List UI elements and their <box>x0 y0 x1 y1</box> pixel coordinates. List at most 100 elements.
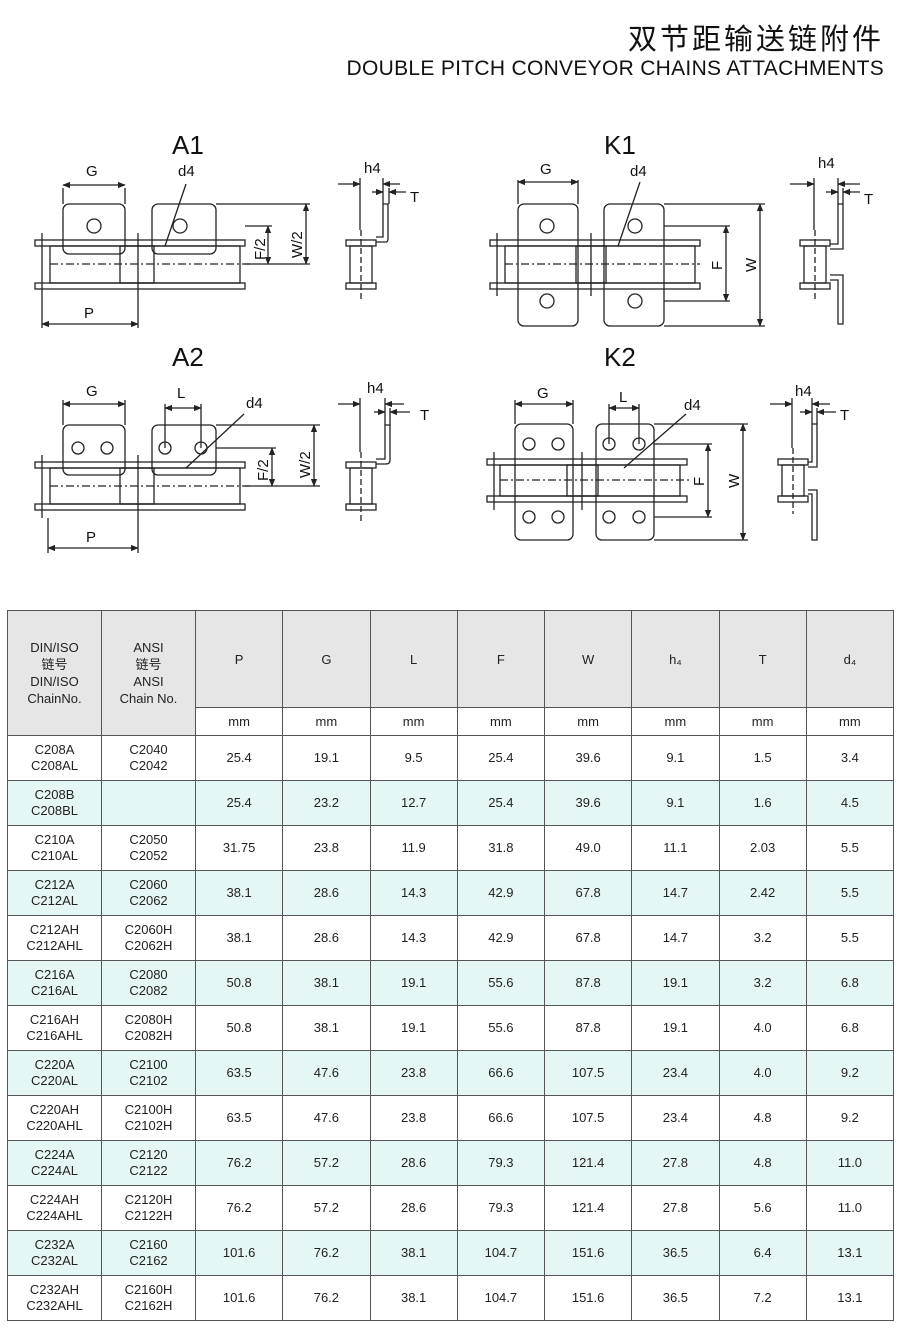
cell-value: 4.8 <box>718 1095 807 1141</box>
cell-value: 121.4 <box>543 1140 633 1186</box>
cell-value: 13.1 <box>805 1230 895 1276</box>
cell-value: 9.1 <box>631 780 720 826</box>
dim-k1-h4: h4 <box>818 155 835 172</box>
cell-value: 11.0 <box>805 1185 895 1231</box>
cell-value: 47.6 <box>282 1050 371 1096</box>
dim-k1-w: W <box>743 257 760 272</box>
cell-value: 11.9 <box>369 825 458 871</box>
dim-a2-w2: W/2 <box>297 451 314 478</box>
cell-value: 19.1 <box>369 1005 458 1051</box>
cell-value: 47.6 <box>282 1095 371 1141</box>
cell-value: 25.4 <box>194 735 284 781</box>
cell-value: 9.2 <box>805 1050 895 1096</box>
cell-value: 63.5 <box>194 1095 284 1141</box>
col-header-d4: d₄ <box>805 610 895 708</box>
dim-k2-l: L <box>619 389 627 406</box>
cell-value: 4.0 <box>718 1050 807 1096</box>
dim-k2-h4: h4 <box>795 383 812 400</box>
dim-a2-p: P <box>86 529 96 546</box>
dim-k1-f: F <box>709 261 726 270</box>
cell-value: 23.8 <box>282 825 371 871</box>
cell-value: 13.1 <box>805 1275 895 1321</box>
cell-value: 39.6 <box>543 780 633 826</box>
cell-value: 79.3 <box>456 1140 546 1186</box>
cell-value: 101.6 <box>194 1230 284 1276</box>
cell-value: 87.8 <box>543 960 633 1006</box>
dim-k2-g: G <box>537 385 549 402</box>
cell-value: 11.1 <box>631 825 720 871</box>
dim-a2-f2: F/2 <box>255 459 272 481</box>
dim-a2-d4: d4 <box>246 395 263 412</box>
dim-k2-f: F <box>691 477 708 486</box>
cell-value: 27.8 <box>631 1140 720 1186</box>
cell-value: 2.03 <box>718 825 807 871</box>
unit-cell: mm <box>369 707 458 736</box>
cell-value: 4.0 <box>718 1005 807 1051</box>
diagram-a2-title: A2 <box>172 342 204 372</box>
cell-value: 14.3 <box>369 870 458 916</box>
diagram-k2-title: K2 <box>604 342 636 372</box>
cell-value: 19.1 <box>631 960 720 1006</box>
cell-value: 5.6 <box>718 1185 807 1231</box>
dim-a2-h4: h4 <box>367 380 384 397</box>
dim-a1-w2: W/2 <box>289 231 306 258</box>
diagram-a1-title: A1 <box>172 130 204 160</box>
diagram-k2 <box>486 398 836 541</box>
cell-value: 4.8 <box>718 1140 807 1186</box>
page-title-en: DOUBLE PITCH CONVEYOR CHAINS ATTACHMENTS <box>346 57 884 80</box>
unit-cell: mm <box>718 707 807 736</box>
cell-value: 3.2 <box>718 915 807 961</box>
cell-value: 6.4 <box>718 1230 807 1276</box>
cell-value: 76.2 <box>194 1185 284 1231</box>
unit-cell: mm <box>805 707 895 736</box>
cell-value: 42.9 <box>456 870 546 916</box>
cell-value: 63.5 <box>194 1050 284 1096</box>
cell-value: 67.8 <box>543 915 633 961</box>
cell-value: 31.8 <box>456 825 546 871</box>
cell-value: 5.5 <box>805 915 895 961</box>
cell-value: 79.3 <box>456 1185 546 1231</box>
cell-value: 25.4 <box>194 780 284 826</box>
cell-value: 6.8 <box>805 960 895 1006</box>
cell-value: 14.7 <box>631 915 720 961</box>
cell-value: 107.5 <box>543 1050 633 1096</box>
cell-value: 36.5 <box>631 1230 720 1276</box>
dim-k2-t: T <box>840 407 849 424</box>
cell-value: 9.1 <box>631 735 720 781</box>
col-header-f: F <box>456 610 546 708</box>
unit-cell: mm <box>631 707 720 736</box>
cell-value: 25.4 <box>456 735 546 781</box>
cell-value: 151.6 <box>543 1275 633 1321</box>
col-header-t: T <box>718 610 807 708</box>
unit-cell: mm <box>194 707 284 736</box>
diagram-a2 <box>34 398 410 553</box>
cell-value: 28.6 <box>369 1140 458 1186</box>
table-unit-row: mm mm mm mm mm mm mm mm <box>8 707 895 736</box>
dim-a1-h4: h4 <box>364 160 381 177</box>
cell-value: 4.5 <box>805 780 895 826</box>
cell-value: 57.2 <box>282 1140 371 1186</box>
cell-value: 9.2 <box>805 1095 895 1141</box>
dim-a2-l: L <box>177 385 185 402</box>
cell-value: 38.1 <box>194 915 284 961</box>
